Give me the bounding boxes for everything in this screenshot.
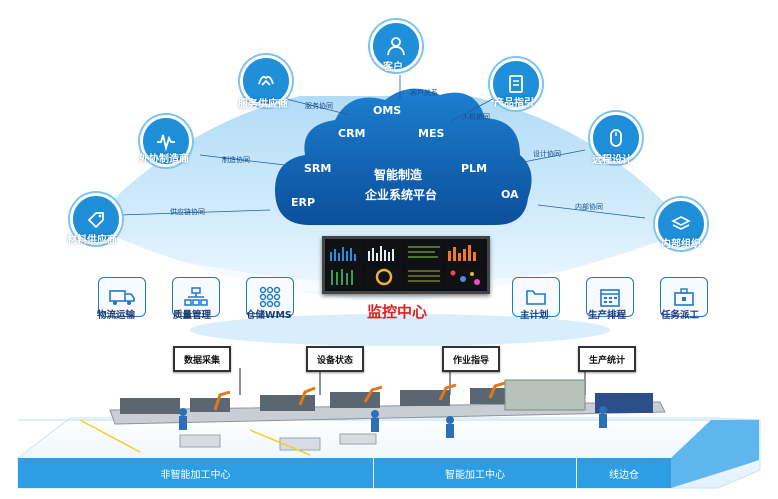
monitor-screen[interactable]	[322, 236, 490, 294]
mouse-icon	[610, 129, 622, 147]
tile-label-dispatch: 任务派工	[661, 310, 700, 321]
zone-non-smart: 非智能加工中心	[18, 458, 373, 488]
node-remote-design[interactable]	[590, 112, 642, 164]
person-icon	[387, 37, 405, 56]
tile-quality[interactable]	[172, 277, 220, 317]
tile-label-logistics: 物流运输	[97, 310, 136, 321]
waveform-icon	[157, 134, 175, 152]
node-internal-org[interactable]	[655, 198, 707, 250]
zone-bar-edge	[671, 420, 759, 488]
link-label-internal: 内部协同	[575, 203, 603, 211]
link-label-service: 服务协同	[305, 102, 333, 110]
tile-label-master-plan: 主计划	[520, 310, 549, 321]
platform-title-line1: 智能制造	[374, 168, 423, 182]
link-label-manufacture: 制造协同	[222, 156, 250, 164]
node-label-customer: 客户	[383, 62, 403, 73]
tile-label-scheduling: 生产排程	[588, 310, 627, 321]
dashboard-thumbnail	[327, 241, 483, 288]
node-label-remote-design: 远程设计	[592, 155, 632, 166]
node-material-supplier[interactable]	[70, 193, 122, 245]
folder-icon	[526, 290, 546, 305]
node-label-outsource-manufacturer: 外协制造商	[139, 154, 189, 165]
link-label-customer: 客户关系	[410, 89, 438, 97]
calendar-icon	[600, 289, 620, 307]
system-oms: OMS	[373, 104, 402, 117]
tile-label-warehouse: 仓储WMS	[246, 310, 292, 321]
platform-title-line2: 企业系统平台	[365, 188, 438, 202]
layers-icon	[671, 216, 691, 230]
tile-logistics[interactable]	[98, 277, 146, 317]
tile-warehouse[interactable]	[246, 277, 294, 317]
truck-icon	[109, 290, 135, 305]
link-label-design: 设计协同	[533, 150, 561, 158]
tile-scheduling[interactable]	[586, 277, 634, 317]
node-label-product-guide: 产品指引	[494, 98, 534, 109]
station-equipment-status[interactable]: 设备状态	[306, 346, 364, 372]
node-label-service-supplier: 服务供应商	[238, 99, 288, 110]
toolbox-icon	[674, 288, 694, 306]
tile-dispatch[interactable]	[660, 277, 708, 317]
tile-label-quality: 质量管理	[173, 310, 212, 321]
system-oa: OA	[501, 188, 519, 201]
tag-icon	[87, 212, 104, 229]
station-work-guidance[interactable]: 作业指导	[442, 346, 500, 372]
node-label-material-supplier: 材料供应商	[67, 235, 117, 246]
zone-smart: 智能加工中心	[374, 458, 576, 488]
monitor-center-title: 监控中心	[367, 303, 428, 321]
link-label-hmi: 人机协同	[462, 113, 490, 121]
system-crm: CRM	[338, 127, 366, 140]
system-srm: SRM	[304, 162, 332, 175]
handshake-icon	[258, 75, 274, 86]
system-plm: PLM	[461, 162, 488, 175]
node-product-guide[interactable]	[490, 58, 542, 110]
node-outsource-manufacturer[interactable]	[140, 115, 192, 167]
platform-cloud	[275, 88, 532, 225]
node-label-internal-org: 内部组织	[661, 239, 701, 250]
system-erp: ERP	[291, 196, 316, 209]
node-customer[interactable]	[370, 20, 422, 72]
zone-line-side: 线边仓	[577, 458, 671, 488]
grid-dots-icon	[259, 286, 281, 308]
tile-master-plan[interactable]	[512, 277, 560, 317]
document-icon	[509, 75, 523, 93]
station-production-stats[interactable]: 生产统计	[578, 346, 636, 372]
link-label-supply: 供应链协同	[170, 208, 205, 216]
node-service-supplier[interactable]	[240, 55, 292, 107]
station-data-collection[interactable]: 数据采集	[173, 346, 231, 372]
system-mes: MES	[418, 127, 445, 140]
org-chart-icon	[184, 287, 208, 306]
